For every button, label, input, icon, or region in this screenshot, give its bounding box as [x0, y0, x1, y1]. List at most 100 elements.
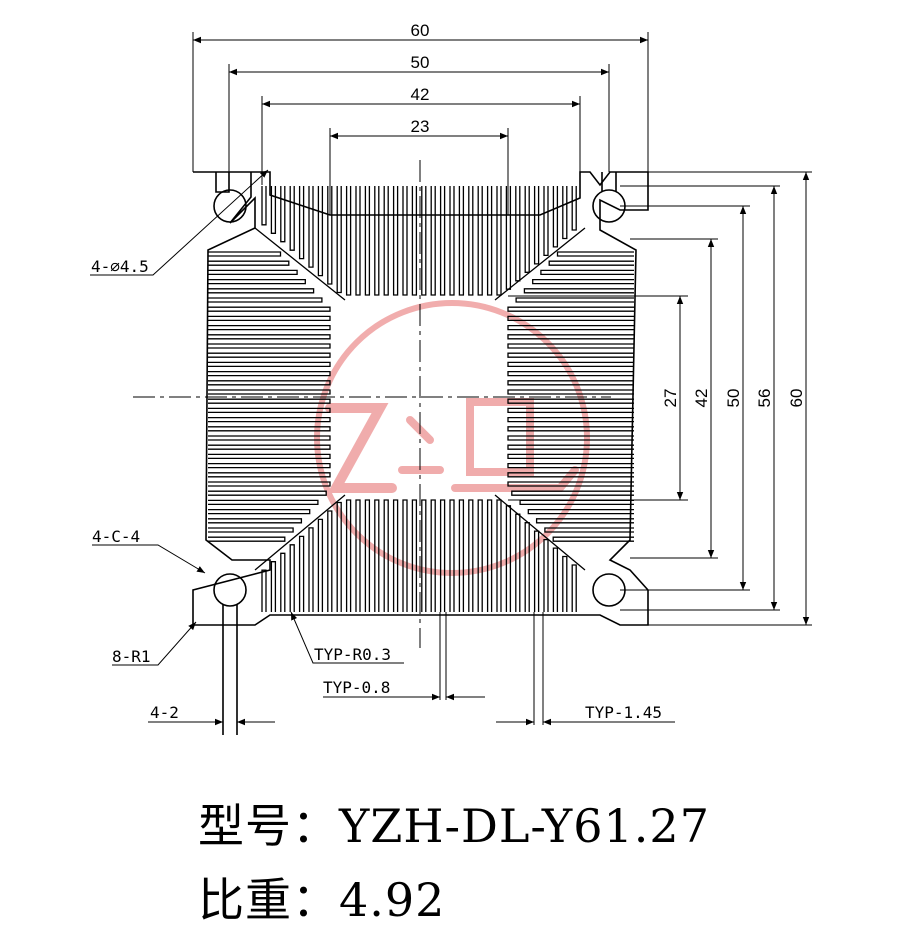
fin-right — [507, 334, 634, 340]
fin-right — [507, 389, 634, 395]
fin-bottom — [289, 544, 295, 612]
fin-bottom — [430, 499, 436, 612]
fin-top — [449, 186, 455, 296]
fin-bottom — [543, 538, 549, 612]
fin-right — [507, 380, 634, 386]
fin-left — [208, 269, 298, 276]
dim-top-50: 50 — [411, 53, 430, 72]
fin-bottom — [392, 499, 399, 612]
fin-left — [208, 260, 290, 266]
fin-bottom — [421, 499, 427, 612]
fin-right — [515, 297, 634, 303]
watermark-glyph-z — [325, 403, 397, 493]
right-extension-lines — [508, 171, 812, 626]
fin-left — [208, 370, 331, 377]
fin-bottom — [280, 552, 286, 612]
fin-left — [208, 361, 331, 368]
fin-right — [507, 444, 634, 450]
watermark-glyph-tail — [451, 466, 579, 492]
fin-left — [208, 481, 331, 487]
fin-right — [544, 527, 634, 533]
fin-left — [208, 251, 282, 257]
specific-weight: 比重：4.92 — [198, 873, 446, 927]
fin-top — [421, 186, 427, 296]
callout-chamfer: 4-C-4 — [92, 527, 140, 546]
fin-bottom — [336, 501, 342, 612]
fin-top — [562, 186, 568, 240]
fin-top — [402, 186, 408, 296]
fin-top — [280, 186, 286, 243]
fin-left — [208, 324, 331, 331]
fin-bottom — [261, 569, 267, 612]
fin-top — [411, 186, 418, 296]
fin-bottom — [515, 513, 521, 612]
fin-bottom — [364, 499, 371, 612]
fin-right — [507, 306, 634, 312]
fin-bottom — [298, 535, 305, 612]
fin-left — [208, 306, 331, 312]
fin-left — [208, 380, 331, 386]
fin-top — [298, 186, 305, 260]
fin-left — [208, 297, 323, 303]
fin-right — [507, 343, 634, 349]
fin-top — [289, 186, 295, 251]
fin-left — [208, 453, 331, 460]
fin-right — [507, 426, 634, 432]
fin-bottom — [308, 527, 314, 612]
hole-bottom-left — [213, 573, 247, 607]
fin-top — [496, 186, 502, 296]
fin-right — [548, 260, 634, 266]
fin-bottom — [383, 499, 389, 612]
fin-bottom — [477, 499, 483, 612]
fin-top — [468, 186, 474, 296]
diagonal-ribs — [254, 227, 586, 571]
model-number: 型号：YZH-DL-Y61.27 — [198, 799, 710, 853]
fin-array — [208, 186, 634, 612]
leader-chamfer — [92, 544, 206, 574]
fin-left — [208, 278, 306, 285]
fin-right — [507, 453, 634, 460]
fin-bottom — [439, 499, 446, 612]
fin-right — [507, 361, 634, 368]
fin-bottom — [345, 499, 352, 612]
fin-bottom — [270, 561, 277, 612]
fin-top — [552, 186, 559, 248]
fin-bottom — [411, 499, 418, 612]
watermark-glyph-dot — [398, 416, 444, 474]
fin-top — [571, 186, 577, 231]
fin-top — [308, 186, 314, 268]
fin-top — [355, 186, 361, 296]
fin-right — [527, 508, 634, 515]
right-dimension-lines — [676, 172, 810, 625]
fin-left — [208, 407, 331, 414]
fin-top — [477, 186, 483, 296]
fin-right — [507, 352, 634, 358]
dim-top-42: 42 — [411, 85, 430, 104]
fin-left — [208, 398, 331, 404]
fin-right — [507, 324, 634, 331]
fin-left — [208, 435, 331, 441]
fin-bottom — [571, 564, 577, 612]
callout-slot: 4-2 — [150, 703, 179, 722]
fin-left — [208, 444, 331, 450]
callout-gap: TYP-1.45 — [585, 703, 662, 722]
fin-left — [208, 536, 286, 542]
fin-right — [552, 536, 634, 542]
fin-right — [556, 251, 634, 257]
dim-right-60: 60 — [787, 389, 806, 408]
fin-left — [208, 389, 331, 395]
fin-bottom — [533, 530, 540, 612]
dim-right-56: 56 — [755, 389, 774, 408]
fin-bottom — [402, 499, 408, 612]
dim-right-42: 42 — [692, 389, 711, 408]
callout-radius: 8-R1 — [112, 647, 151, 666]
fin-right — [507, 407, 634, 414]
fin-right — [511, 490, 634, 496]
fin-bottom — [496, 499, 502, 612]
callout-fin-thickness: TYP-0.8 — [323, 678, 390, 697]
fin-bottom — [458, 499, 465, 612]
leader-radius — [112, 621, 197, 666]
top-dimension-lines — [193, 36, 648, 140]
fin-left — [208, 499, 319, 506]
